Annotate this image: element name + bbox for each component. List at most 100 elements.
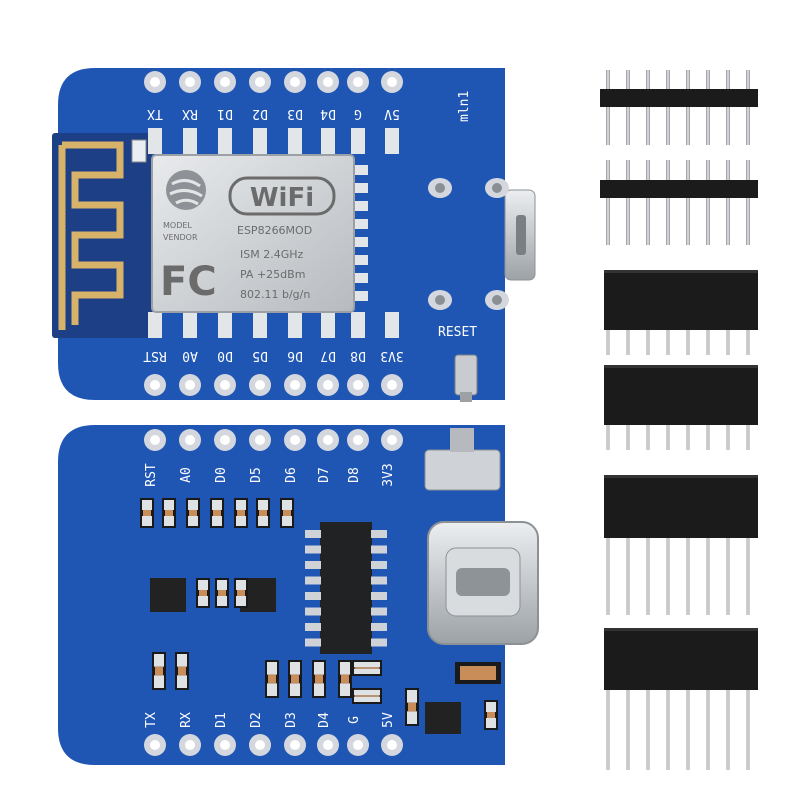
top-board-top-pin-label: D4	[320, 106, 336, 121]
male-header-pin	[686, 70, 690, 145]
male-header-pin	[726, 70, 730, 145]
top-board-top-pin-label: G	[354, 106, 362, 121]
top-board-top-pin-label: 5V	[384, 106, 400, 121]
male-header-pin	[646, 160, 650, 245]
usb-serial-chip-pins	[305, 530, 387, 647]
male-header-pin	[626, 70, 630, 145]
module-castellated-pads	[148, 128, 399, 338]
bottom-board-top-pin-label: D5	[249, 467, 264, 483]
female-header-pin	[606, 425, 610, 450]
male-header-pin	[646, 70, 650, 145]
bottom-board-bottom-pin-label: RX	[179, 712, 194, 728]
bottom-board-top-pin-label: D8	[347, 467, 362, 483]
female-header-pin	[666, 538, 670, 615]
bottom-board-bottom-pin-label: D1	[214, 712, 229, 728]
brand-label: mln1	[457, 91, 472, 122]
status-led	[131, 139, 147, 163]
female-header-pin	[666, 690, 670, 770]
module-spec-line-1: ISM 2.4GHz	[240, 248, 304, 261]
top-board-bottom-pin-label: D0	[217, 348, 233, 363]
top-board-bottom-pin-label: RST	[143, 348, 167, 363]
male-header-pin	[706, 160, 710, 245]
female-header-pin	[606, 538, 610, 615]
usb-serial-chip	[320, 522, 372, 654]
female-header-pin	[626, 538, 630, 615]
top-board-top-pin-label: TX	[147, 106, 163, 121]
male-header-pin	[666, 160, 670, 245]
wifi-logo-text: WiFi	[250, 183, 314, 213]
top-board-bottom-pin-label: D5	[252, 348, 268, 363]
reset-button[interactable]	[454, 354, 478, 396]
female-header-pin	[686, 538, 690, 615]
fcc-logo-text: FC	[160, 259, 217, 305]
female-header-pin	[626, 690, 630, 770]
reset-label: RESET	[438, 325, 477, 340]
top-board: WiFi MODEL VENDOR ESP8266MOD FC ISM 2.4G…	[52, 68, 536, 402]
bottom-board-top-pin-label: D7	[317, 467, 332, 483]
male-header-pin	[726, 160, 730, 245]
usb-mount-pads	[428, 178, 509, 310]
female-header-pin	[706, 425, 710, 450]
female-header-pin	[646, 330, 650, 355]
pcb-antenna	[58, 141, 124, 330]
female-header-4	[604, 628, 758, 690]
top-board-bottom-pin-label: A0	[182, 348, 198, 363]
bottom-board-bottom-pin-label: D4	[317, 712, 332, 728]
top-board-top-pin-label: D3	[287, 106, 303, 121]
transistor-1	[150, 578, 186, 612]
male-header-pin	[666, 70, 670, 145]
female-header-pin	[706, 330, 710, 355]
male-header-1	[600, 89, 758, 107]
male-header-pin	[746, 160, 750, 245]
female-header-pin	[686, 690, 690, 770]
male-header-2	[600, 180, 758, 198]
bottom-board-bottom-pin-label: D3	[284, 712, 299, 728]
female-header-pin	[726, 330, 730, 355]
top-board-bottom-pin-label: 3V3	[380, 348, 403, 363]
female-header-pin	[706, 538, 710, 615]
bottom-board-top-pin-label: 3V3	[381, 463, 396, 486]
female-header-pin	[646, 425, 650, 450]
module-model-text: ESP8266MOD	[237, 224, 312, 237]
top-board-bottom-pin-label: D8	[350, 348, 366, 363]
bottom-board-top-pin-label: D6	[284, 467, 299, 483]
module-small-model: MODEL	[163, 221, 192, 230]
bottom-board-bottom-header-holes: TX RX D1 D2 D3 D4 G 5V	[144, 712, 403, 756]
top-board-bottom-pin-label: D6	[287, 348, 303, 363]
female-header-pin	[626, 425, 630, 450]
female-header-pin	[686, 425, 690, 450]
top-board-bottom-pin-label: D7	[320, 348, 336, 363]
female-header-pin	[706, 690, 710, 770]
female-header-pin	[666, 330, 670, 355]
male-header-pin	[746, 70, 750, 145]
top-board-top-pin-label: D2	[252, 106, 268, 121]
female-header-pin	[646, 690, 650, 770]
top-board-bottom-header-holes: RST A0 D0 D5 D6 D7 D8 3V3	[143, 348, 404, 396]
male-header-pin	[686, 160, 690, 245]
wifi-logo	[228, 176, 336, 216]
female-header-1	[604, 270, 758, 330]
bottom-board-top-pin-label: D0	[214, 467, 229, 483]
reset-switch[interactable]	[424, 449, 501, 491]
regulator	[425, 702, 461, 734]
female-header-pin	[726, 538, 730, 615]
top-board-top-pin-label: RX	[182, 106, 198, 121]
female-header-pin	[626, 330, 630, 355]
female-header-pin	[666, 425, 670, 450]
bottom-board-bottom-pin-label: G	[347, 716, 362, 724]
bottom-board-top-pin-label: RST	[144, 463, 159, 487]
male-header-pin	[626, 160, 630, 245]
male-header-pin	[606, 70, 610, 145]
module-spec-line-2: PA +25dBm	[240, 268, 305, 281]
top-board-top-pin-label: D1	[217, 106, 233, 121]
female-header-2	[604, 365, 758, 425]
female-header-pin	[746, 425, 750, 450]
smd-components	[140, 498, 501, 730]
bottom-board-bottom-pin-label: TX	[144, 712, 159, 728]
female-header-pin	[746, 538, 750, 615]
top-board-top-header-holes: TX RX D1 D2 D3 D4 G 5V	[144, 71, 403, 121]
bottom-board-bottom-pin-label: D2	[249, 712, 264, 728]
bottom-board-bottom-pin-label: 5V	[381, 712, 396, 728]
